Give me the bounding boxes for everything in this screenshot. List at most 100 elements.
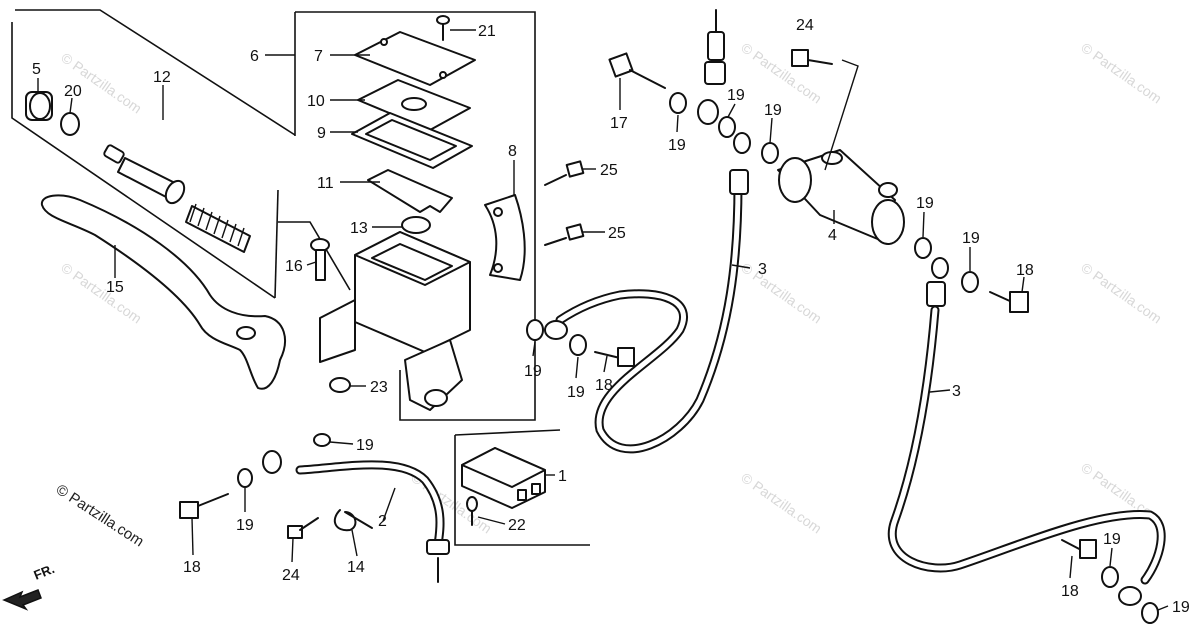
callout-19: 19 xyxy=(1103,531,1121,548)
part-24-bolt-upper xyxy=(791,49,833,67)
callout-1: 1 xyxy=(558,468,567,485)
part-25-bolt xyxy=(544,223,585,246)
part-5-bushing xyxy=(25,91,53,121)
callout-19: 19 xyxy=(727,87,745,104)
part-8-holder xyxy=(484,194,526,281)
bracket-16 xyxy=(278,221,351,291)
callout-19: 19 xyxy=(962,230,980,247)
master-cylinder-body xyxy=(319,231,471,411)
part-22-screw xyxy=(466,496,478,526)
callout-23: 23 xyxy=(370,379,388,396)
lever-pivot xyxy=(236,326,256,340)
bracket-1-top xyxy=(454,429,561,436)
part-19-washer xyxy=(718,116,736,138)
callout-22: 22 xyxy=(508,517,526,534)
part-24-bolt-lower xyxy=(287,517,319,539)
part-14-clamp xyxy=(333,509,373,532)
part-12-piston-set xyxy=(103,144,251,253)
callouts: 5 20 12 6 7 21 10 9 11 13 16 15 8 25 25 … xyxy=(32,17,1190,616)
callout-16: 16 xyxy=(285,258,303,275)
watermark: © Partzilla.com xyxy=(738,469,824,536)
callout-3: 3 xyxy=(952,383,961,400)
bracket-12 xyxy=(15,9,296,136)
bracket-1 xyxy=(454,435,590,546)
callout-24: 24 xyxy=(796,17,814,34)
part-19-washer xyxy=(569,334,587,356)
bracket-12-lower xyxy=(11,22,276,299)
part-16-pivot-bolt xyxy=(310,238,330,281)
callout-10: 10 xyxy=(307,93,325,110)
callout-19: 19 xyxy=(356,437,374,454)
part-19-washer xyxy=(669,92,687,114)
part-15-lever xyxy=(40,194,286,390)
part-21-screw xyxy=(436,15,450,41)
callout-25: 25 xyxy=(600,162,618,179)
bracket-12-right xyxy=(274,189,279,299)
front-direction-marker: FR. xyxy=(2,561,57,611)
callout-18: 18 xyxy=(183,559,201,576)
watermark: © Partzilla.com xyxy=(738,39,824,106)
diaphragm-inner xyxy=(365,119,457,161)
holder-hole xyxy=(493,207,503,217)
front-arrow-icon xyxy=(2,589,42,611)
watermark: © Partzilla.com xyxy=(1078,259,1164,326)
callout-19: 19 xyxy=(916,195,934,212)
callout-18: 18 xyxy=(1061,583,1079,600)
callout-21: 21 xyxy=(478,23,496,40)
part-18-bolt-lower-left xyxy=(179,493,229,519)
callout-11: 11 xyxy=(317,175,334,192)
part-17-bolt xyxy=(608,52,666,89)
callout-9: 9 xyxy=(317,125,326,142)
watermark: © Partzilla.com xyxy=(58,259,144,326)
callout-5: 5 xyxy=(32,61,41,78)
callout-19: 19 xyxy=(524,363,542,380)
part-19-washer xyxy=(313,433,331,447)
upper-hose-fitting xyxy=(697,9,726,125)
callout-6: 6 xyxy=(250,48,259,65)
leader-lines xyxy=(37,29,1169,611)
copyright-label: © Partzilla.com xyxy=(53,481,147,550)
callout-12: 12 xyxy=(153,69,171,86)
part-19-washer xyxy=(961,271,979,293)
part-25-bolt xyxy=(544,160,585,186)
part-3-hose-middle xyxy=(544,132,751,454)
callout-19: 19 xyxy=(764,102,782,119)
cap-screw-hole xyxy=(439,71,447,79)
part-18-bolt-lower-right xyxy=(1061,539,1097,559)
part-19-washer xyxy=(237,468,253,488)
callout-19: 19 xyxy=(567,384,585,401)
callout-8: 8 xyxy=(508,143,517,160)
part-2-hose xyxy=(262,450,450,583)
callout-4: 4 xyxy=(828,227,837,244)
part-13-seal xyxy=(401,216,431,234)
part-1-switch xyxy=(461,447,546,509)
callout-19: 19 xyxy=(668,137,686,154)
part-19-washer xyxy=(526,319,544,341)
callout-24: 24 xyxy=(282,567,300,584)
callout-19: 19 xyxy=(236,517,254,534)
part-18-bolt-right xyxy=(989,291,1029,313)
callout-18: 18 xyxy=(595,377,613,394)
callout-17: 17 xyxy=(610,115,628,132)
callout-18: 18 xyxy=(1016,262,1034,279)
callout-19: 19 xyxy=(1172,599,1190,616)
part-7-cap xyxy=(354,31,476,86)
callout-25: 25 xyxy=(608,225,626,242)
watermark: © Partzilla.com xyxy=(738,259,824,326)
callout-3: 3 xyxy=(758,261,767,278)
callout-7: 7 xyxy=(314,48,323,65)
part-23-cap xyxy=(329,377,351,393)
callout-14: 14 xyxy=(347,559,365,576)
holder-hole xyxy=(493,263,503,273)
watermark: © Partzilla.com xyxy=(1078,39,1164,106)
callout-15: 15 xyxy=(106,279,124,296)
part-19-washer xyxy=(761,142,779,164)
part-11-float xyxy=(367,169,453,213)
watermarks: © Partzilla.com © Partzilla.com © Partzi… xyxy=(58,39,1164,536)
plate-boss xyxy=(401,97,427,111)
cap-screw-hole xyxy=(380,38,388,46)
callout-20: 20 xyxy=(64,83,82,100)
part-19-washer xyxy=(1101,566,1119,588)
part-20-ring xyxy=(60,112,80,136)
